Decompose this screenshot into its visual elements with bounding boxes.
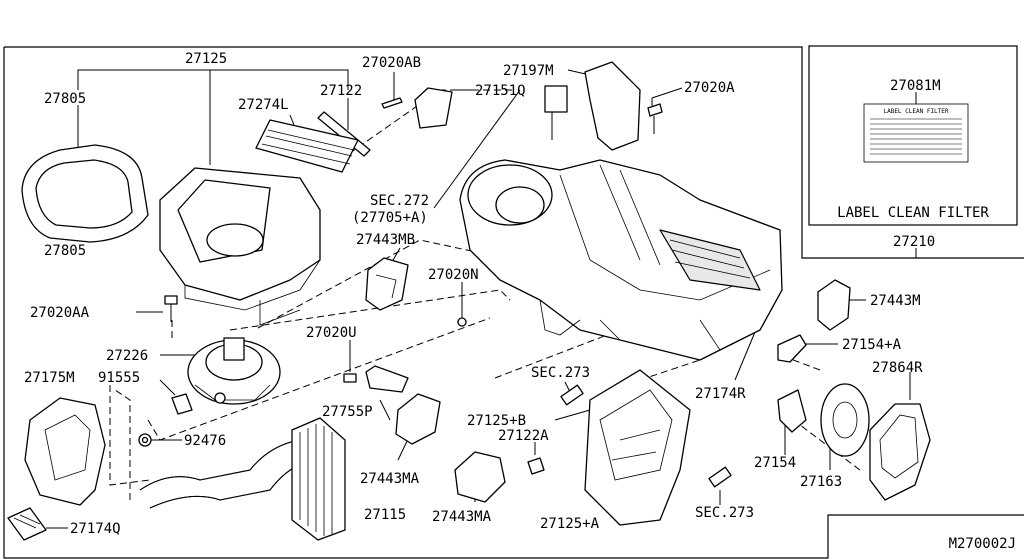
callout-27115: 27115 [364,507,406,523]
cap-27122a [527,457,545,475]
duct-27175m [24,397,106,506]
grommet-92476 [138,433,152,447]
diagram-id: M270002J [949,536,1016,552]
callout-27443ma-2: 27443MA [432,509,492,525]
callout-27755p: 27755P [322,404,373,420]
callout-27864r: 27864R [872,360,923,376]
callout-27020aa: 27020AA [30,305,90,321]
actuator-27443mb [365,257,409,311]
callout-27226: 27226 [106,348,148,364]
label-lines [870,118,962,155]
label-plate-text: LABEL CLEAN FILTER [883,108,948,115]
pad-sec273-a [560,384,584,406]
callout-27122: 27122 [320,83,362,99]
link-27154 [777,389,807,433]
grille-27864r [869,403,931,501]
actuator-27443ma-1 [395,393,441,445]
callout-27020a: 27020A [684,80,735,96]
inset-caption: LABEL CLEAN FILTER [837,205,989,221]
callout-27154a: 27154+A [842,337,902,353]
main-frame [3,46,1024,559]
callout-27805-top: 27805 [44,91,86,107]
blower-motor-27226 [187,337,281,405]
intake-unit-27125 [159,167,321,326]
seal-27755p [365,365,409,393]
callout-27020n: 27020N [428,267,479,283]
callout-27020u: 27020U [306,325,357,341]
callout-27197m: 27197M [503,63,554,79]
callout-27151q: 27151Q [475,83,526,99]
callout-27125: 27125 [185,51,227,67]
clip-91555 [171,393,193,415]
actuator-27443m [817,279,851,331]
callout-27125a: 27125+A [540,516,600,532]
pad-27174q [7,507,47,541]
sensor-sec272 [544,85,568,140]
actuator-27443ma-2 [454,451,506,503]
heater-assembly-27210 [459,159,783,361]
screw-27020aa [164,295,178,322]
callout-27174q: 27174Q [70,521,121,537]
link-27154a [777,334,807,363]
callout-27020ab: 27020AB [362,55,421,71]
callout-27443m: 27443M [870,293,921,309]
leader-lines [46,69,917,529]
callout-91555: 91555 [98,370,140,386]
seal-27805 [21,144,149,243]
callout-27443mb: 27443MB [356,232,415,248]
sensor-27151q [414,87,453,129]
screw-27020ab [381,97,403,109]
callout-labels: 27125 27805 27805 27122 27274L 27020AB 2… [24,51,1016,552]
callout-sec273-b: SEC.273 [695,505,754,521]
gear-27163 [820,383,870,457]
inset-box [808,45,1018,226]
screw-27020a [647,103,663,134]
callout-27210: 27210 [893,234,935,250]
callout-27163: 27163 [800,474,842,490]
callout-27274l: 27274L [238,97,289,113]
callout-27805-bottom: 27805 [44,243,86,259]
callout-27174r: 27174R [695,386,746,402]
callout-27705a: (27705+A) [352,210,428,226]
callout-27154: 27154 [754,455,796,471]
callout-27125b: 27125+B [467,413,526,429]
heater-core-27115 [291,417,346,541]
callout-sec273-a: SEC.273 [531,365,590,381]
callout-27122a: 27122A [498,428,549,444]
callout-27443ma-1: 27443MA [360,471,420,487]
callout-sec272: SEC.272 [370,193,429,209]
nut-27020n [457,317,467,327]
callout-27081m: 27081M [890,78,941,94]
cover-27197m [584,61,641,151]
clip-27020u [343,373,357,383]
pad-sec273-b [708,466,732,488]
filter-27274l [255,119,359,173]
callout-27175m: 27175M [24,370,75,386]
lower-housing-27125a [584,369,691,526]
callout-92476: 92476 [184,433,226,449]
